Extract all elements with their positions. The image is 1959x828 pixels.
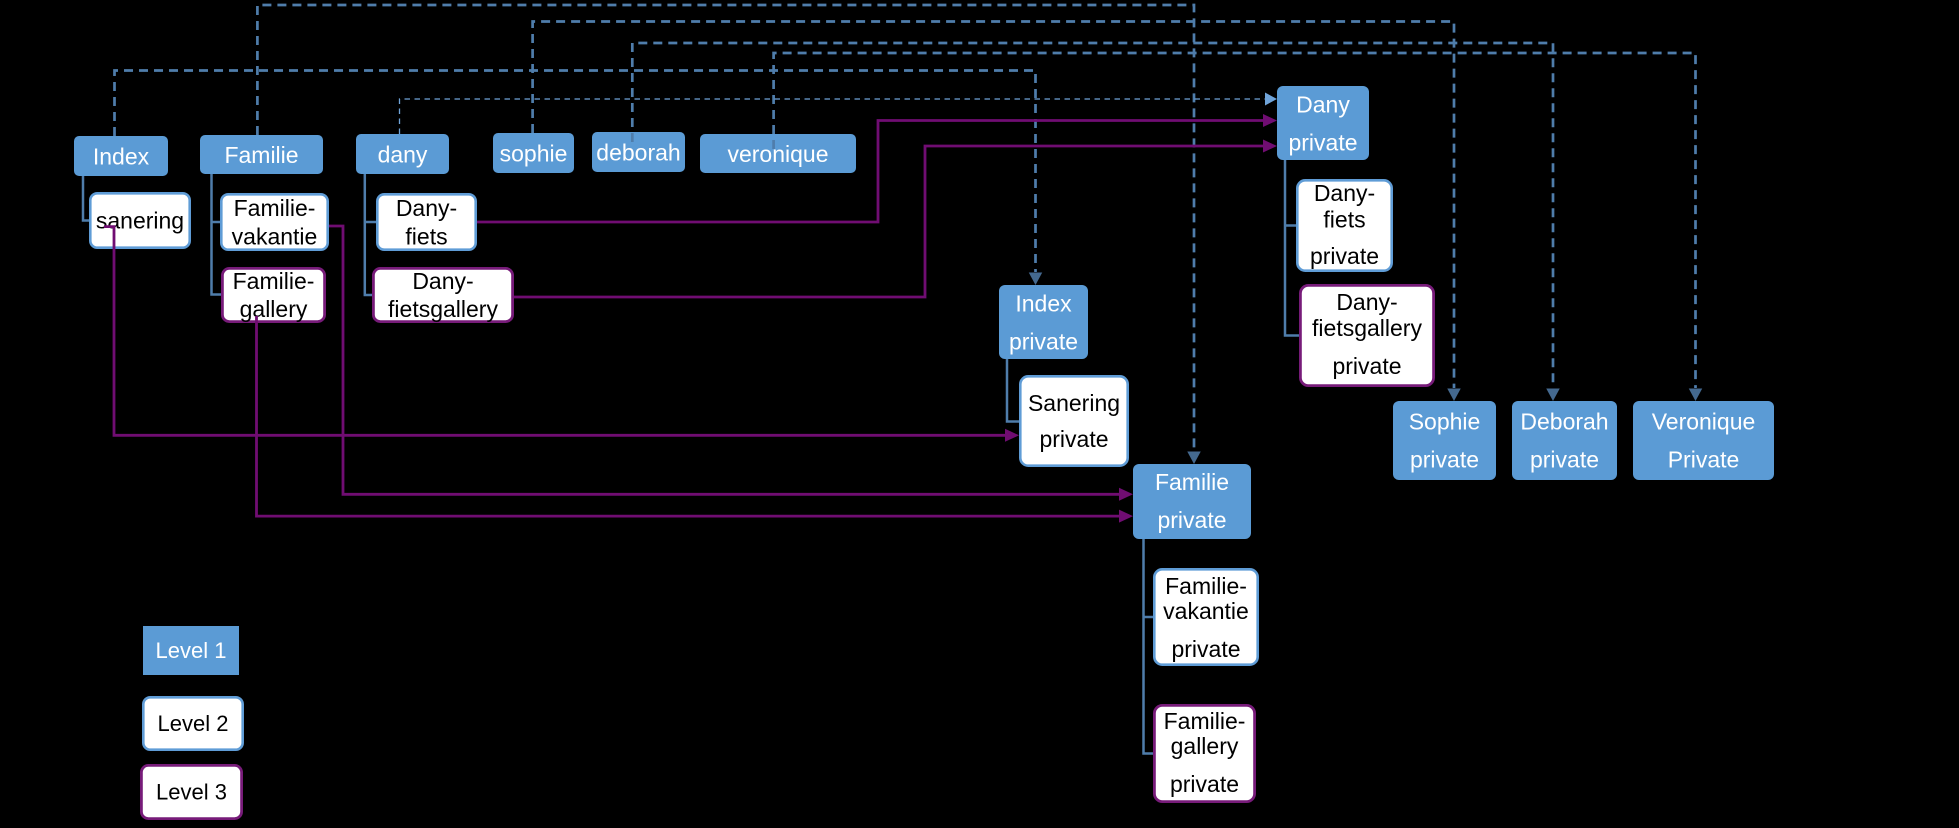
svg-text:private: private	[1157, 507, 1226, 533]
svg-text:private: private	[1288, 130, 1357, 156]
svg-text:Dany: Dany	[1296, 92, 1350, 118]
svg-text:Dany-: Dany-	[1336, 289, 1397, 315]
svg-text:Familie: Familie	[1155, 469, 1229, 495]
svg-text:Familie: Familie	[224, 142, 298, 168]
svg-text:sophie: sophie	[500, 141, 568, 167]
svg-text:private: private	[1039, 426, 1108, 452]
svg-text:Dany-: Dany-	[396, 195, 457, 221]
svg-text:fiets: fiets	[405, 224, 447, 250]
svg-text:vakantie: vakantie	[1163, 598, 1249, 624]
svg-text:private: private	[1332, 353, 1401, 379]
svg-text:private: private	[1410, 447, 1479, 473]
svg-text:Veronique: Veronique	[1652, 409, 1756, 435]
svg-text:private: private	[1170, 771, 1239, 797]
svg-text:Deborah: Deborah	[1520, 409, 1608, 435]
svg-text:Familie-: Familie-	[1164, 708, 1246, 734]
svg-text:Level 3: Level 3	[156, 780, 227, 805]
svg-text:Familie-: Familie-	[233, 268, 315, 294]
svg-text:Familie-: Familie-	[234, 195, 316, 221]
svg-text:Sophie: Sophie	[1409, 409, 1481, 435]
svg-text:gallery: gallery	[1171, 733, 1239, 759]
svg-text:private: private	[1530, 447, 1599, 473]
svg-text:Sanering: Sanering	[1028, 390, 1120, 416]
svg-text:Level 1: Level 1	[156, 638, 227, 663]
svg-text:vakantie: vakantie	[232, 224, 318, 250]
svg-text:private: private	[1171, 636, 1240, 662]
svg-text:fiets: fiets	[1323, 207, 1365, 233]
svg-text:Dany-: Dany-	[1314, 180, 1375, 206]
svg-text:fietsgallery: fietsgallery	[1312, 315, 1422, 341]
svg-text:Level 2: Level 2	[158, 711, 229, 736]
svg-text:deborah: deborah	[596, 140, 680, 166]
svg-text:private: private	[1009, 329, 1078, 355]
svg-text:Index: Index	[1015, 291, 1072, 317]
svg-text:dany: dany	[378, 142, 428, 168]
svg-text:Private: Private	[1668, 447, 1740, 473]
svg-text:Familie-: Familie-	[1165, 573, 1247, 599]
svg-text:fietsgallery: fietsgallery	[388, 296, 498, 322]
svg-text:sanering: sanering	[96, 208, 184, 234]
svg-text:gallery: gallery	[240, 296, 308, 322]
svg-text:Index: Index	[93, 144, 150, 170]
svg-text:private: private	[1310, 243, 1379, 269]
svg-text:Dany-: Dany-	[412, 268, 473, 294]
svg-text:veronique: veronique	[727, 141, 828, 167]
